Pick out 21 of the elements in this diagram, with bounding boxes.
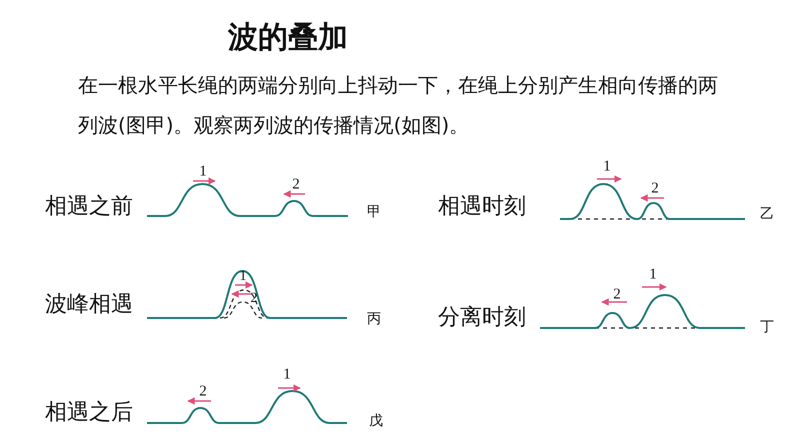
panel-label: 相遇之前 [45, 194, 133, 220]
figure-label: 甲 [367, 206, 381, 220]
wave-number: 2 [292, 178, 300, 192]
wave-number: 1 [199, 164, 207, 180]
panel-label: 相遇时刻 [438, 194, 526, 220]
panel-label: 波峰相遇 [45, 292, 133, 318]
title: 波的叠加 [228, 20, 348, 56]
figure-label: 乙 [760, 208, 774, 222]
figure-label: 戊 [369, 415, 383, 429]
figure-label: 丁 [760, 321, 774, 335]
panel-label: 相遇之后 [45, 400, 133, 426]
wave-number: 2 [199, 384, 207, 400]
figure-label: 丙 [367, 313, 381, 327]
wave-number: 1 [649, 268, 657, 282]
wave-number: 1 [283, 368, 291, 382]
wave-number: 2 [651, 182, 659, 196]
panel-label: 分离时刻 [438, 304, 526, 332]
wave-number: 1 [603, 160, 611, 174]
paragraph: 在一根水平长绳的两端分别向上抖动一下，在绳上分别产生相向传播的两列波(图甲)。观察两列波的传播情况(如图)。 [78, 72, 719, 139]
wave-number: 2 [613, 288, 621, 302]
wave-number: 1 [240, 270, 246, 284]
